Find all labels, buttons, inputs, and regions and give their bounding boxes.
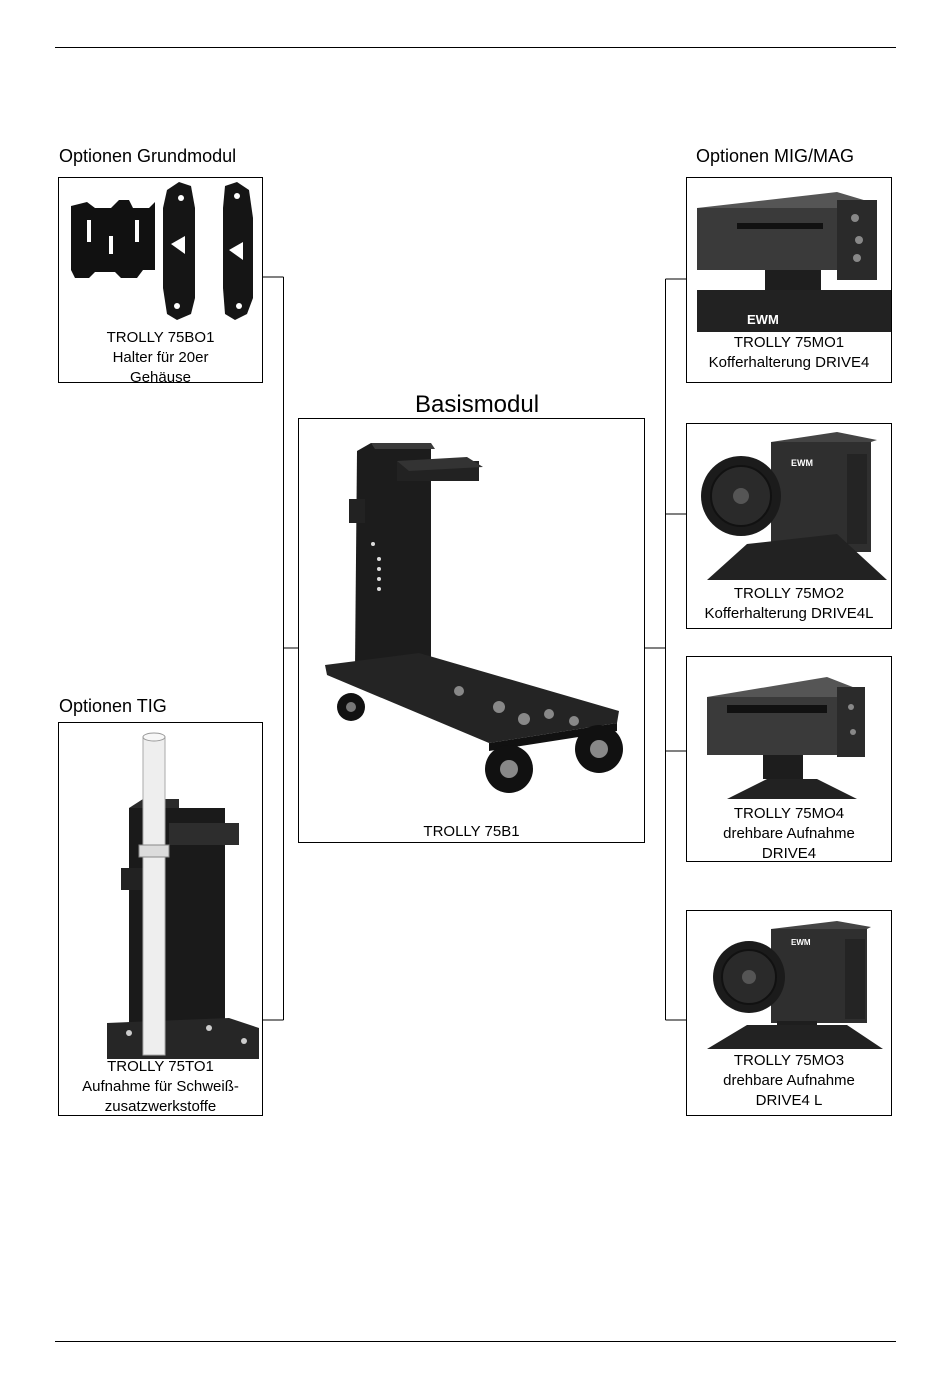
basis-card-75b1[interactable]: TROLLY 75B1 bbox=[298, 418, 645, 843]
option-card-75mo2[interactable]: EWM TROLLY 75MO2 Kofferhalterung DRIVE4L bbox=[686, 423, 892, 629]
bottom-rule bbox=[55, 1341, 896, 1342]
drive4-case-holder-image: EWM bbox=[697, 192, 891, 332]
heading-optionen-tig: Optionen TIG bbox=[59, 696, 167, 716]
option-card-75to1[interactable]: TROLLY 75TO1 Aufnahme für Schweiß- zusat… bbox=[58, 722, 263, 1116]
option-caption: TROLLY 75MO4 drehbare Aufnahme DRIVE4 bbox=[723, 805, 855, 862]
basis-caption: TROLLY 75B1 bbox=[423, 823, 520, 840]
option-caption: TROLLY 75MO1 Kofferhalterung DRIVE4 bbox=[708, 334, 870, 371]
option-caption: TROLLY 75TO1 Aufnahme für Schweiß- zusat… bbox=[82, 1058, 239, 1115]
trolley-image bbox=[325, 443, 623, 793]
option-card-75mo3[interactable]: EWM TROLLY 75MO3 drehbare Aufnahme DRIVE… bbox=[686, 910, 892, 1116]
brand-mark: EWM bbox=[747, 312, 779, 327]
drive4l-case-holder-image: EWM bbox=[701, 432, 887, 580]
brand-mark: EWM bbox=[791, 458, 813, 468]
option-card-75mo1[interactable]: EWM TROLLY 75MO1 Kofferhalterung DRIVE4 bbox=[686, 177, 892, 383]
option-card-75mo4[interactable]: TROLLY 75MO4 drehbare Aufnahme DRIVE4 bbox=[686, 656, 892, 862]
heading-basismodul: Basismodul bbox=[415, 391, 540, 418]
option-card-75bo1[interactable]: TROLLY 75BO1 Halter für 20er Gehäuse bbox=[58, 177, 263, 383]
option-caption: TROLLY 75BO1 Halter für 20er Gehäuse bbox=[106, 329, 215, 383]
top-rule bbox=[55, 47, 896, 48]
option-caption: TROLLY 75MO2 Kofferhalterung DRIVE4L bbox=[704, 585, 874, 622]
heading-optionen-migmag: Optionen MIG/MAG bbox=[696, 146, 855, 166]
drive4l-rotating-mount-image: EWM bbox=[707, 921, 883, 1049]
holder-plates-image bbox=[71, 182, 253, 320]
option-caption: TROLLY 75MO3 drehbare Aufnahme DRIVE4 L bbox=[723, 1052, 855, 1109]
brand-mark: EWM bbox=[791, 938, 811, 947]
heading-optionen-grundmodul: Optionen Grundmodul bbox=[59, 146, 237, 166]
tig-filler-holder-image bbox=[107, 732, 259, 1059]
drive4-rotating-mount-image bbox=[707, 677, 865, 799]
